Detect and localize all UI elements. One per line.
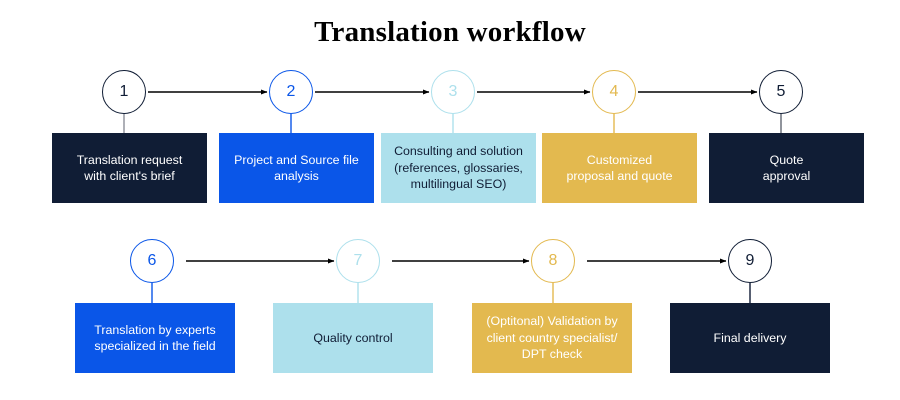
step-number-label: 2 (286, 83, 296, 100)
step-box-label-line: Quality control (313, 330, 393, 345)
step-box-3[interactable]: Consulting and solution(references, glos… (381, 133, 536, 203)
step-circle-1[interactable]: 1 (102, 70, 146, 114)
step-box-1[interactable]: Translation request with client's brief (52, 133, 207, 203)
step-box-label-line: (references, glossaries, (394, 160, 523, 175)
step-box-label-line: multilingual SEO) (410, 177, 507, 192)
step-circle-3[interactable]: 3 (431, 70, 475, 114)
step-circle-9[interactable]: 9 (728, 239, 772, 283)
step-circle-7[interactable]: 7 (336, 239, 380, 283)
step-circle-6[interactable]: 6 (130, 239, 174, 283)
step-number-label: 3 (448, 83, 458, 100)
step-box-label: Quote approval (763, 152, 811, 185)
step-number-label: 8 (548, 252, 558, 269)
step-box-label-line: with client's brief (84, 169, 175, 183)
step-circle-5[interactable]: 5 (759, 70, 803, 114)
step-number-label: 9 (745, 252, 755, 269)
step-box-9[interactable]: Final delivery (670, 303, 830, 373)
step-number-label: 7 (353, 252, 363, 269)
step-box-label-line: (Optitonal) Validation by (486, 314, 618, 329)
step-box-2[interactable]: Project and Source file analysis (219, 133, 374, 203)
step-number-label: 1 (119, 83, 129, 100)
step-box-label: Project and Source file analysis (234, 152, 359, 185)
step-box-label-line: proposal and quote (566, 169, 673, 183)
step-box-label-line: Consulting and solution (394, 144, 523, 159)
step-circle-8[interactable]: 8 (531, 239, 575, 283)
step-number-label: 4 (609, 83, 619, 100)
step-number-label: 6 (147, 252, 157, 269)
step-box-7[interactable]: Quality control (273, 303, 433, 373)
step-box-label: Customized proposal and quote (566, 152, 672, 185)
step-box-label-line: specialized in the field (94, 339, 216, 353)
step-box-label-line: Translation by experts (94, 322, 216, 337)
step-box-label-line: Final delivery (713, 330, 787, 345)
step-box-label: Consulting and solution(references, glos… (394, 143, 523, 193)
step-box-label-line: client country specialist/ (486, 330, 618, 345)
step-box-label: Translation request with client's brief (77, 152, 183, 185)
step-box-label-line: Customized (586, 152, 653, 167)
step-circle-4[interactable]: 4 (592, 70, 636, 114)
step-box-label: Quality control (313, 330, 392, 347)
step-box-6[interactable]: Translation by experts specialized in the… (75, 303, 235, 373)
step-box-label: Translation by experts specialized in the… (94, 322, 215, 355)
step-box-label-line: Project and Source file (234, 152, 359, 167)
step-number-label: 5 (776, 83, 786, 100)
step-box-label-line: analysis (274, 169, 319, 183)
page-title: Translation workflow (314, 16, 586, 48)
step-box-label-line: Quote (769, 152, 804, 167)
step-box-5[interactable]: Quote approval (709, 133, 864, 203)
step-box-label: Final delivery (714, 330, 787, 347)
step-box-label-line: approval (762, 169, 811, 183)
step-box-4[interactable]: Customized proposal and quote (542, 133, 697, 203)
step-circle-2[interactable]: 2 (269, 70, 313, 114)
step-box-label-line: DPT check (521, 347, 583, 362)
step-box-label-line: Translation request (76, 152, 183, 167)
